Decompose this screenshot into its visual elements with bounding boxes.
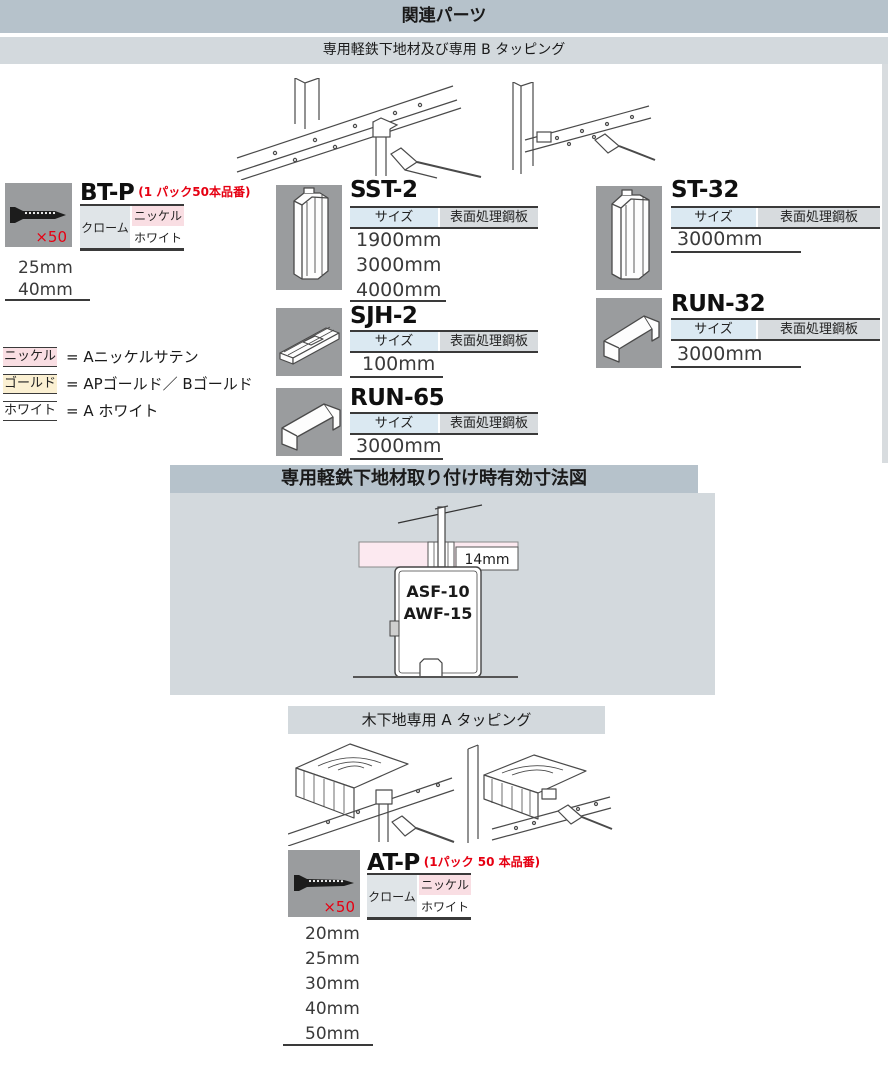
stud-profile-illustration — [293, 187, 329, 280]
atp-size: 30mm — [305, 974, 360, 994]
frame-label-awf15: AWF-15 — [404, 604, 473, 623]
frame-label-asf10: ASF-10 — [406, 582, 469, 601]
sst2-product-image — [276, 185, 342, 290]
atp-size: 50mm — [305, 1024, 360, 1044]
finish-cell-white: ホワイト — [132, 228, 184, 248]
run65-size: 3000mm — [356, 435, 442, 457]
column-header-size: サイズ — [671, 320, 756, 339]
run65-table-header: サイズ 表面処理鋼板 — [350, 412, 538, 435]
page-title: 関連パーツ — [0, 0, 888, 33]
legend-row-gold: ゴールド = APゴールド／ Bゴールド — [3, 373, 253, 394]
column-header-size: サイズ — [350, 332, 438, 351]
sjh2-title: SJH-2 — [350, 303, 418, 329]
product-name: AT-P — [367, 850, 420, 876]
legend-meaning: = APゴールド／ Bゴールド — [66, 375, 253, 393]
size-list-underline — [350, 376, 443, 378]
pack-note: (1パック 50 本品番) — [423, 855, 541, 869]
column-header-steel: 表面処理鋼板 — [440, 414, 538, 433]
dimension-diagram-panel: 14mm ASF-10 AWF-15 — [170, 493, 715, 695]
sjh2-table-header: サイズ 表面処理鋼板 — [350, 330, 538, 353]
btp-product-image: ×50 — [5, 183, 72, 247]
btp-title: BT-P(1 パック50本品番) — [80, 179, 250, 206]
st32-size: 3000mm — [677, 228, 763, 250]
atp-product-image: ×50 — [288, 850, 360, 917]
legend-swatch-gold: ゴールド — [3, 373, 57, 394]
steel-frame-installation-drawing-right — [497, 82, 657, 177]
st32-table-header: サイズ 表面処理鋼板 — [671, 206, 880, 229]
legend-swatch-nickel: ニッケル — [3, 346, 57, 367]
finish-cell-chrome: クローム — [80, 206, 130, 248]
size-list-underline — [350, 300, 446, 302]
st32-title: ST-32 — [671, 177, 739, 203]
btp-size: 25mm — [18, 258, 73, 278]
sst2-size: 3000mm — [356, 254, 442, 276]
finish-cell-white: ホワイト — [419, 897, 471, 917]
legend-row-white: ホワイト = A ホワイト — [3, 400, 158, 421]
legend-meaning: = A ホワイト — [66, 402, 159, 420]
btp-size: 40mm — [18, 280, 73, 300]
finish-cell-nickel: ニッケル — [419, 875, 471, 895]
sst2-title: SST-2 — [350, 177, 418, 203]
pack-note: (1 パック50本品番) — [138, 185, 251, 199]
legend-swatch-white: ホワイト — [3, 400, 57, 421]
runner-profile-illustration — [603, 315, 660, 363]
pack-count: ×50 — [35, 228, 67, 246]
atp-title: AT-P(1パック 50 本品番) — [367, 849, 540, 876]
sst2-table-header: サイズ 表面処理鋼板 — [350, 206, 538, 229]
size-list-underline — [671, 366, 801, 368]
column-header-size: サイズ — [350, 414, 438, 433]
page-edge-strip — [882, 64, 888, 463]
stud-profile-illustration — [611, 189, 650, 280]
btp-finish-table: クローム ニッケル ホワイト — [80, 204, 184, 251]
column-header-steel: 表面処理鋼板 — [440, 332, 538, 351]
dimension-diagram: 14mm ASF-10 AWF-15 — [353, 504, 519, 678]
finish-cell-chrome: クローム — [367, 875, 417, 917]
column-header-size: サイズ — [350, 208, 438, 227]
wood-section-title: 木下地専用 A タッピング — [288, 706, 605, 734]
size-list-underline — [671, 251, 801, 253]
steel-frame-installation-drawing-left — [235, 78, 485, 180]
sjh2-product-image — [276, 308, 342, 376]
atp-size: 20mm — [305, 924, 360, 944]
column-header-steel: 表面処理鋼板 — [758, 320, 880, 339]
run32-product-image — [596, 298, 662, 368]
atp-size: 40mm — [305, 999, 360, 1019]
column-header-size: サイズ — [671, 208, 756, 227]
product-name: BT-P — [80, 180, 135, 206]
size-list-underline — [5, 299, 90, 301]
screw-illustration — [10, 207, 66, 223]
st32-product-image — [596, 186, 662, 290]
pack-count: ×50 — [323, 898, 355, 916]
runner-profile-illustration — [281, 403, 341, 451]
run32-size: 3000mm — [677, 343, 763, 365]
atp-size: 25mm — [305, 949, 360, 969]
run32-title: RUN-32 — [671, 291, 766, 317]
atp-finish-table: クローム ニッケル ホワイト — [367, 873, 471, 920]
dimension-label: 14mm — [464, 552, 509, 568]
run32-table-header: サイズ 表面処理鋼板 — [671, 318, 880, 341]
sjh2-size: 100mm — [362, 353, 436, 375]
screw-illustration — [294, 875, 354, 891]
finish-cell-nickel: ニッケル — [132, 206, 184, 226]
joiner-profile-illustration — [279, 326, 340, 365]
size-list-underline — [350, 458, 443, 460]
run65-title: RUN-65 — [350, 385, 445, 411]
legend-meaning: = Aニッケルサテン — [66, 348, 199, 366]
size-list-underline — [283, 1044, 373, 1046]
dimension-section-title: 専用軽鉄下地材取り付け時有効寸法図 — [170, 465, 698, 493]
legend-row-nickel: ニッケル = Aニッケルサテン — [3, 346, 199, 367]
wood-frame-installation-drawing-right — [458, 743, 613, 848]
column-header-steel: 表面処理鋼板 — [758, 208, 880, 227]
wood-frame-installation-drawing-left — [288, 738, 456, 846]
column-header-steel: 表面処理鋼板 — [440, 208, 538, 227]
sst2-size: 4000mm — [356, 279, 442, 301]
section-subtitle-steel: 専用軽鉄下地材及び専用 B タッピング — [0, 37, 888, 64]
sst2-size: 1900mm — [356, 229, 442, 251]
run65-product-image — [276, 388, 342, 456]
